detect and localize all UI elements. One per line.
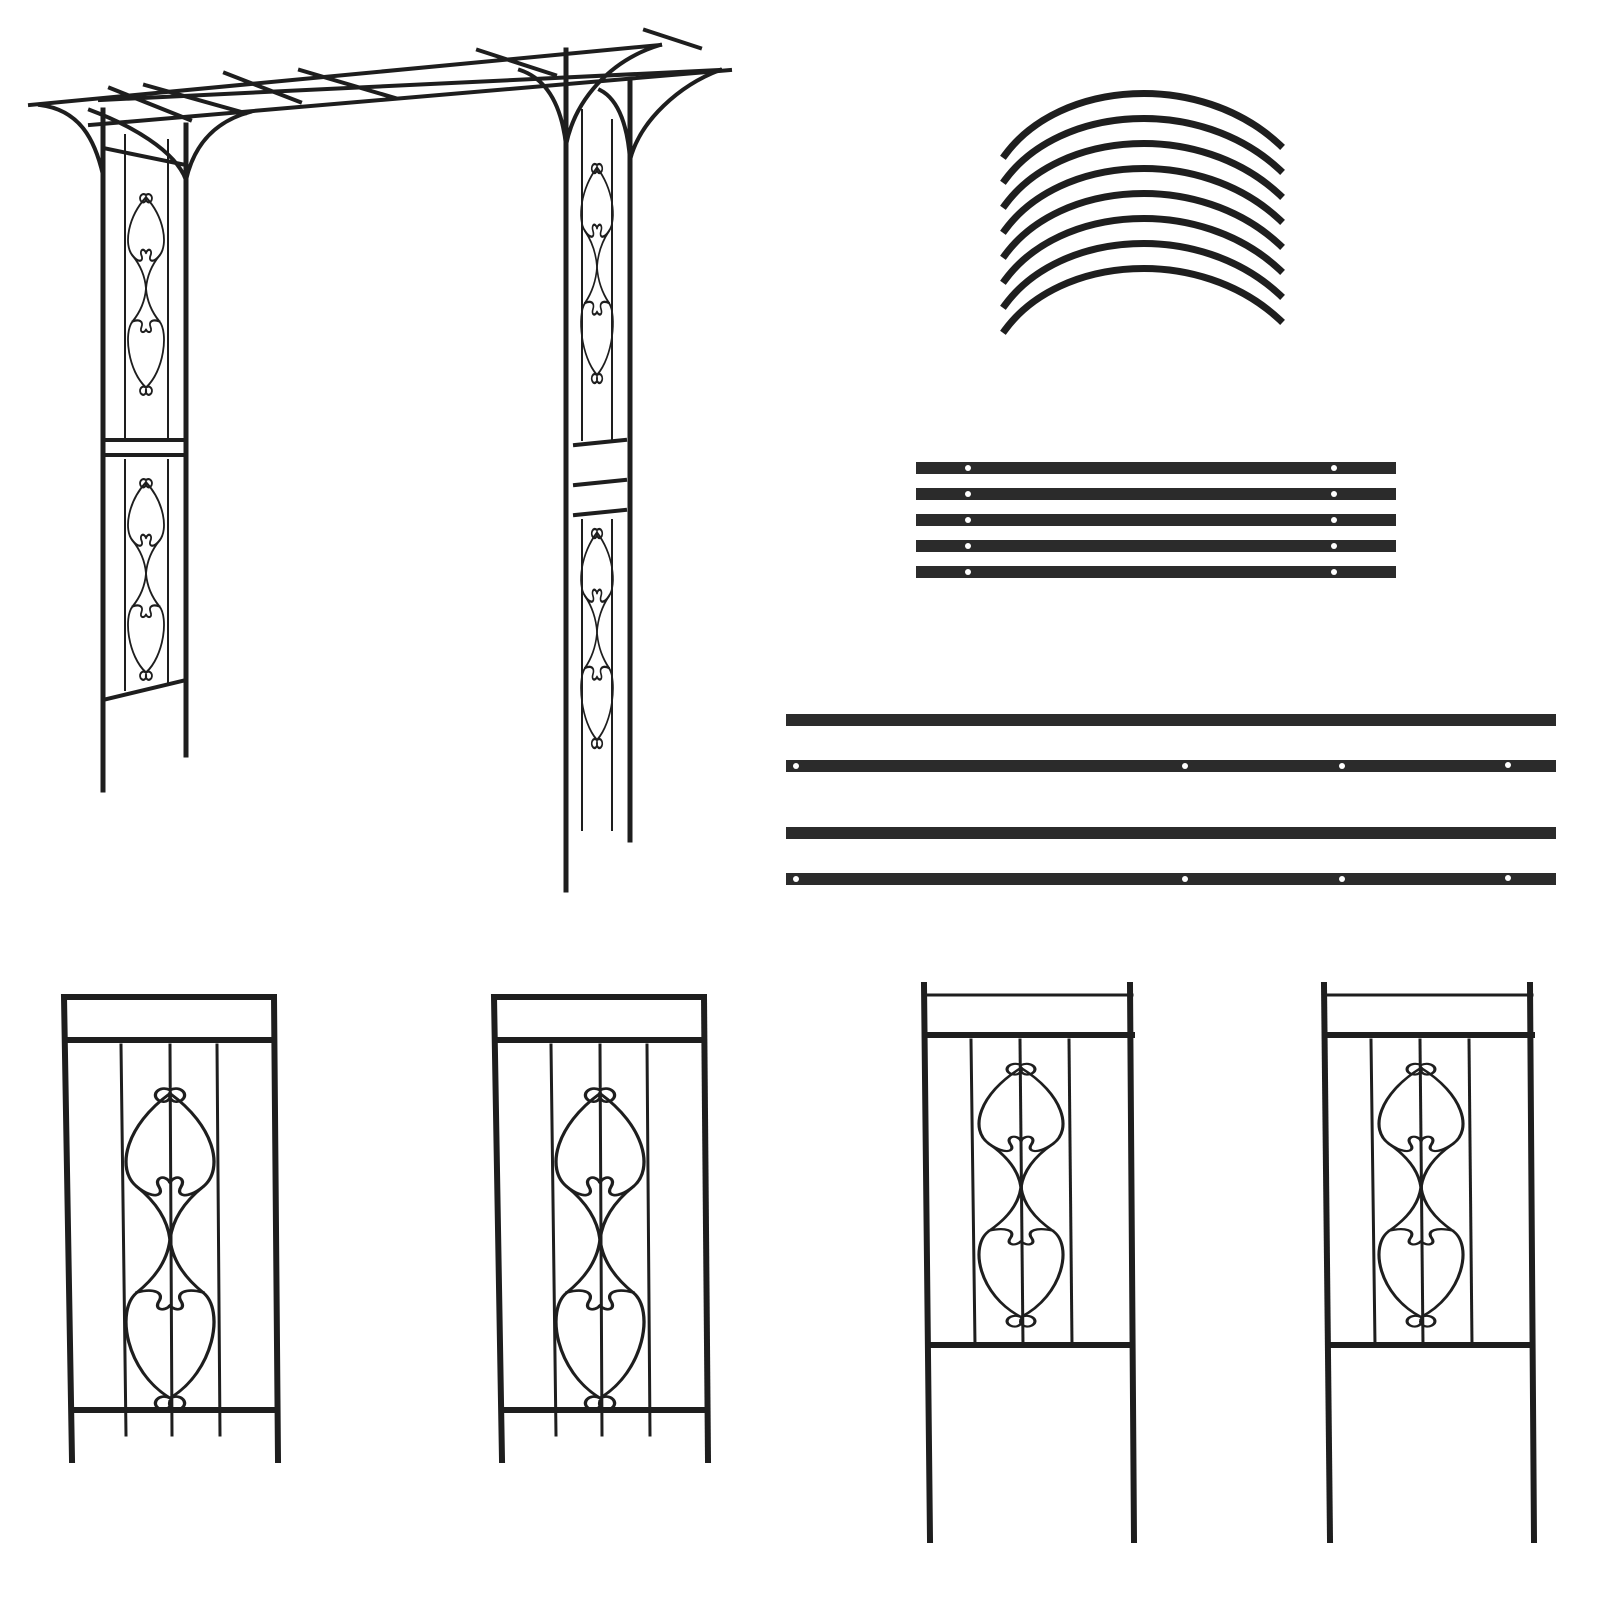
upper-side-panel-1 [60, 993, 282, 1464]
short-crossbars [916, 462, 1396, 578]
assembled-arch [27, 27, 733, 893]
long-top-rails [786, 714, 1556, 885]
lower-staked-panel-1 [920, 981, 1138, 1544]
upper-side-panel-2 [490, 993, 712, 1464]
lower-staked-panel-2 [1320, 981, 1538, 1544]
curved-braces [1000, 90, 1285, 335]
